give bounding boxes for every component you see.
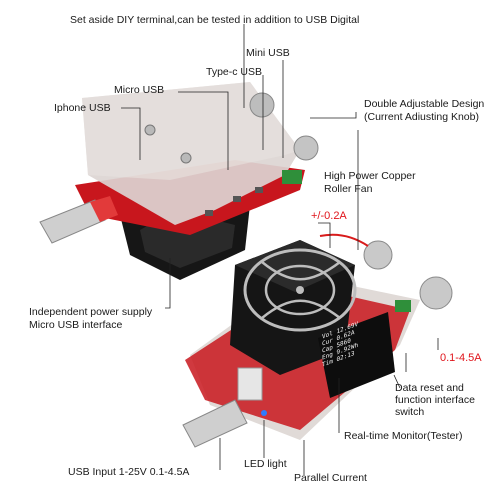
screw-icon [144, 124, 156, 136]
usb-socket [237, 367, 263, 401]
data-reset-line3: switch [395, 406, 425, 418]
usb-input-label: USB Input 1-25V 0.1-4.5A [68, 466, 190, 478]
fan-line1: High Power Copper [324, 170, 416, 182]
mini-usb-label: Mini USB [246, 47, 290, 59]
diy-terminal [282, 170, 302, 184]
knob-icon [293, 135, 319, 161]
parallel-label: Parallel Current [294, 472, 367, 484]
micro-usb-label: Micro USB [114, 84, 165, 96]
double-adjustable-line1: Double Adjustable Design [364, 98, 485, 110]
screw-icon [180, 152, 192, 164]
fan-line2: Roller Fan [324, 183, 373, 195]
top-caption: Set aside DIY terminal,can be tested in … [70, 14, 360, 26]
bottom-device [182, 233, 453, 448]
fan-guard-icon [243, 248, 357, 332]
lcd-display [318, 312, 395, 398]
top-device [39, 82, 319, 280]
knob-icon [363, 240, 393, 270]
tolerance-label: +/-0.2A [311, 210, 347, 222]
independent-line1: Independent power supply [29, 306, 153, 318]
data-reset-line1: Data reset and [395, 382, 464, 394]
led-label: LED light [244, 458, 287, 470]
double-adjustable-line2: (Current Adiusting Knob) [364, 111, 479, 123]
data-reset-line2: function interface [395, 394, 475, 406]
iphone-usb-label: Iphone USB [54, 102, 111, 114]
usb-plug [182, 399, 248, 448]
knob-icon [249, 92, 275, 118]
independent-line2: Micro USB interface [29, 319, 123, 331]
led-icon [261, 410, 267, 416]
leader-lines [121, 24, 439, 475]
knob-icon [419, 276, 453, 310]
range-label: 0.1-4.5A [440, 352, 482, 364]
realtime-label: Real-time Monitor(Tester) [344, 430, 463, 442]
type-c-usb-label: Type-c USB [206, 66, 263, 78]
